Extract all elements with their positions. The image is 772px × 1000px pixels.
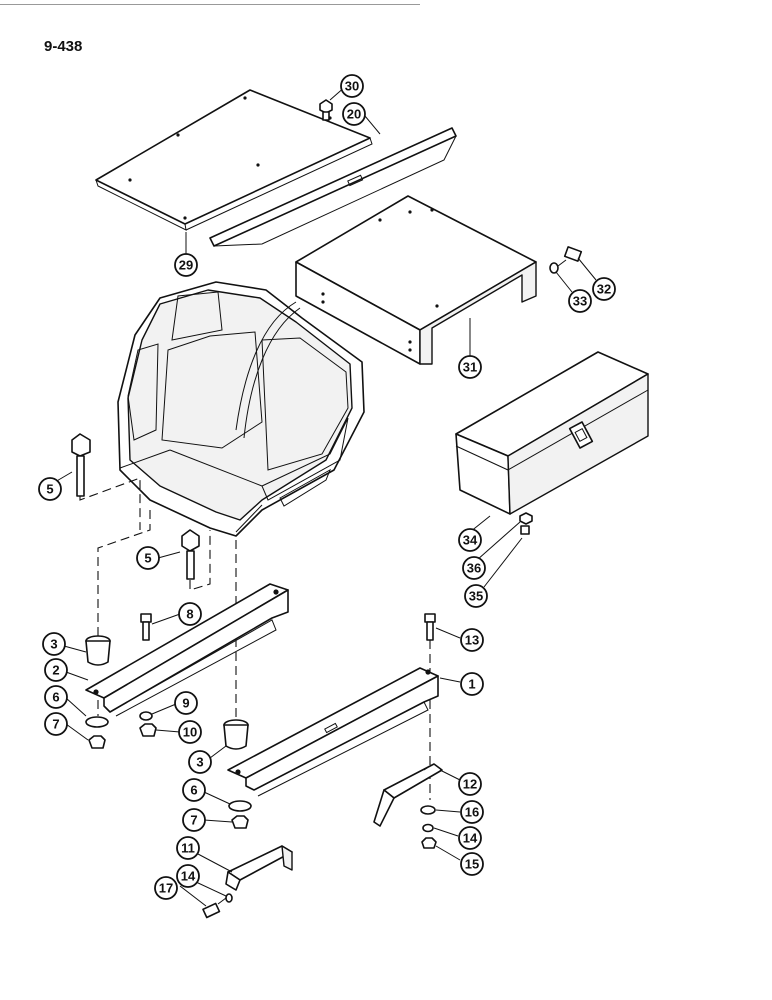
svg-text:5: 5	[144, 551, 151, 566]
bracket-12	[373, 763, 443, 827]
svg-text:13: 13	[465, 633, 479, 648]
right-rail	[227, 667, 439, 797]
bolt-35	[519, 512, 533, 535]
callout-13: 13	[460, 628, 484, 652]
bolt-30	[319, 99, 333, 121]
cab-frame	[117, 281, 365, 537]
callout-12: 12	[458, 772, 482, 796]
washer-6-right	[228, 800, 252, 812]
washer-16	[420, 805, 436, 815]
callout-15: 15	[460, 852, 484, 876]
svg-text:11: 11	[181, 841, 195, 856]
callout-29: 29	[174, 253, 198, 277]
svg-text:9: 9	[182, 696, 189, 711]
washer-6-left	[85, 716, 109, 728]
callout-8: 8	[178, 602, 202, 626]
callout-30: 30	[340, 74, 364, 98]
callout-33: 33	[568, 289, 592, 313]
screw-8	[140, 613, 152, 641]
callout-36: 36	[462, 556, 486, 580]
roof-panel	[95, 89, 373, 231]
lockwasher-14-right	[422, 823, 434, 833]
svg-text:20: 20	[347, 107, 361, 122]
svg-text:17: 17	[159, 881, 173, 896]
callout-16: 16	[460, 800, 484, 824]
svg-text:35: 35	[469, 589, 483, 604]
callout-9: 9	[174, 691, 198, 715]
page-number: 9-438	[44, 38, 83, 55]
callout-7-right: 7	[182, 808, 206, 832]
svg-text:14: 14	[463, 831, 478, 846]
bolt-5-lower	[181, 529, 200, 580]
lockwasher-14-left	[225, 893, 233, 903]
callout-11: 11	[176, 836, 200, 860]
callout-14-left: 14	[176, 864, 200, 888]
screw-32	[557, 246, 583, 267]
callout-3-right: 3	[188, 750, 212, 774]
svg-text:6: 6	[52, 690, 59, 705]
svg-text:2: 2	[52, 663, 59, 678]
shelf-box	[295, 195, 537, 365]
trim-strip	[209, 127, 457, 247]
callout-6-left: 6	[44, 685, 68, 709]
callout-31: 31	[458, 355, 482, 379]
svg-text:31: 31	[463, 360, 477, 375]
callout-3-left: 3	[42, 632, 66, 656]
callout-32: 32	[592, 277, 616, 301]
nut-7-right	[231, 815, 249, 829]
callout-35: 35	[464, 584, 488, 608]
callout-5-lower: 5	[136, 546, 160, 570]
svg-text:7: 7	[52, 717, 59, 732]
callout-14-right: 14	[458, 826, 482, 850]
bracket-11	[225, 845, 293, 891]
svg-text:8: 8	[186, 607, 193, 622]
rubber-mount-left	[85, 635, 111, 666]
callout-1: 1	[460, 672, 484, 696]
svg-text:33: 33	[573, 294, 587, 309]
washer-9	[139, 711, 153, 721]
callout-2: 2	[44, 658, 68, 682]
callout-20: 20	[342, 102, 366, 126]
svg-text:29: 29	[179, 258, 193, 273]
svg-text:6: 6	[190, 783, 197, 798]
callout-34: 34	[458, 528, 482, 552]
svg-text:32: 32	[597, 282, 611, 297]
svg-text:5: 5	[46, 482, 53, 497]
nut-10	[139, 723, 157, 737]
svg-text:3: 3	[196, 755, 203, 770]
svg-text:14: 14	[181, 869, 196, 884]
left-rail	[85, 583, 289, 717]
svg-text:12: 12	[463, 777, 477, 792]
screw-17	[202, 897, 227, 919]
top-rule	[0, 4, 420, 5]
callout-6-right: 6	[182, 778, 206, 802]
screw-13	[424, 613, 436, 641]
callout-10: 10	[178, 720, 202, 744]
svg-text:34: 34	[463, 533, 478, 548]
bolt-5-upper	[71, 433, 91, 497]
rubber-mount-right	[223, 719, 249, 750]
svg-text:1: 1	[468, 677, 475, 692]
callout-7-left: 7	[44, 712, 68, 736]
callout-17: 17	[154, 876, 178, 900]
svg-text:3: 3	[50, 637, 57, 652]
svg-text:10: 10	[183, 725, 197, 740]
svg-text:7: 7	[190, 813, 197, 828]
callout-5-upper: 5	[38, 477, 62, 501]
svg-text:16: 16	[465, 805, 479, 820]
svg-text:30: 30	[345, 79, 359, 94]
tool-box	[455, 351, 649, 515]
washer-33	[549, 262, 559, 274]
svg-text:36: 36	[467, 561, 481, 576]
nut-15	[421, 837, 437, 849]
svg-text:15: 15	[465, 857, 479, 872]
nut-7-left	[88, 735, 106, 749]
